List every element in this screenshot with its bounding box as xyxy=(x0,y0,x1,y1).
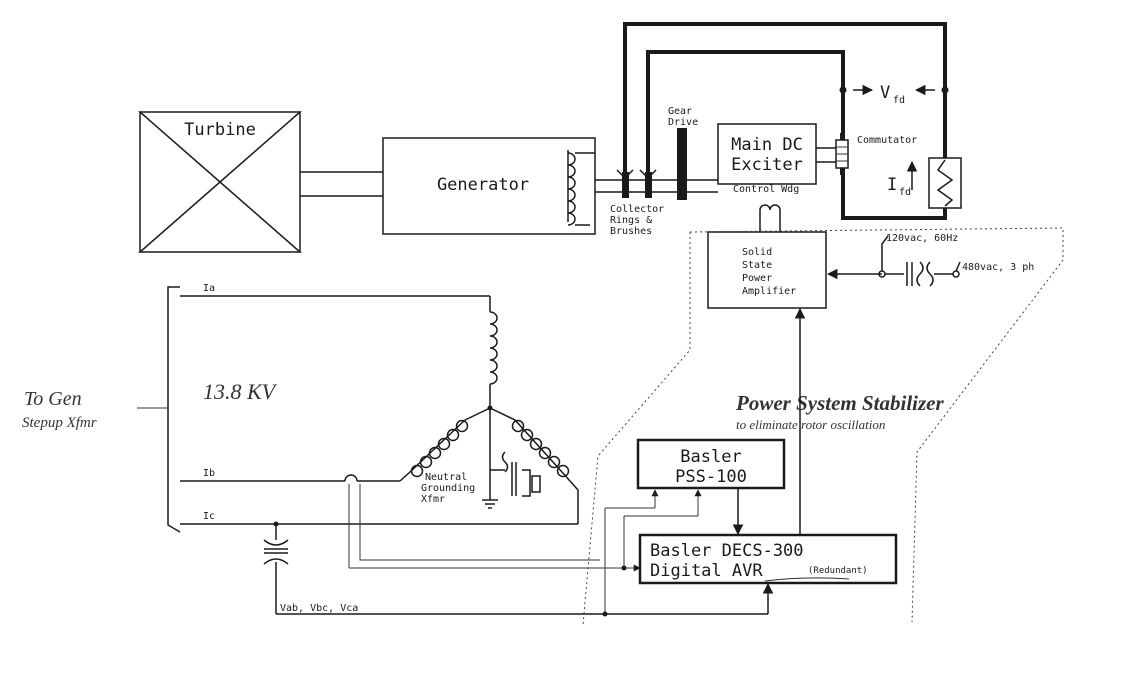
svg-text:Power: Power xyxy=(742,273,772,284)
phase-ic-label: Ic xyxy=(203,511,215,522)
field-winding: I fd xyxy=(887,157,962,209)
generator-shaft xyxy=(595,179,718,193)
current-sensing-lines xyxy=(348,484,702,617)
svg-text:Exciter: Exciter xyxy=(731,155,803,175)
svg-text:Drive: Drive xyxy=(668,117,698,128)
svg-text:Collector: Collector xyxy=(610,204,664,215)
phase-ia-label: Ia xyxy=(203,283,215,294)
svg-text:fd: fd xyxy=(899,187,911,198)
svg-text:Gear: Gear xyxy=(668,106,692,117)
collector-label: Collector Rings & Brushes xyxy=(610,204,664,237)
rotor-field-winding xyxy=(567,152,576,226)
svg-text:Control Wdg: Control Wdg xyxy=(733,184,799,195)
generator-label: Generator xyxy=(437,175,529,195)
three-phase-bus: Ia Ib Ic xyxy=(137,283,578,533)
wye-transformer xyxy=(399,296,579,524)
collector-rings xyxy=(616,169,657,198)
pss-title: Power System Stabilizer xyxy=(735,391,945,415)
svg-text:Main DC: Main DC xyxy=(731,135,803,155)
svg-text:Amplifier: Amplifier xyxy=(742,286,796,297)
vabc-label: Vab, Vbc, Vca xyxy=(280,603,358,614)
basler-pss-100: Basler PSS-100 xyxy=(636,438,786,490)
supply-transformer: 120vac, 60Hz 480vac, 3 ph xyxy=(826,233,1034,287)
svg-text:Digital AVR: Digital AVR xyxy=(650,561,763,581)
commutator-label: Commutator xyxy=(857,135,917,146)
svg-text:Basler: Basler xyxy=(680,447,741,467)
svg-text:Brushes: Brushes xyxy=(610,226,652,237)
turbine-label: Turbine xyxy=(184,120,256,140)
svg-text:I: I xyxy=(887,175,897,195)
svg-text:fd: fd xyxy=(893,95,905,106)
turbine: Turbine xyxy=(138,111,302,253)
generator: Generator xyxy=(382,137,596,235)
svg-text:(Redundant): (Redundant) xyxy=(808,566,868,576)
to-gen-label: To Gen xyxy=(24,388,82,410)
power-amplifier: Solid State Power Amplifier xyxy=(707,231,827,309)
svg-text:Neutral: Neutral xyxy=(425,472,467,483)
gear-drive: Gear Drive xyxy=(668,106,698,200)
turbine-shaft xyxy=(300,171,383,197)
svg-text:Rings &: Rings & xyxy=(610,215,652,226)
pss-subtitle: to eliminate rotor oscillation xyxy=(736,417,885,432)
voltage-label: 13.8 KV xyxy=(203,379,278,404)
main-dc-exciter: Main DC Exciter xyxy=(717,123,836,185)
supply-120-label: 120vac, 60Hz xyxy=(886,233,958,244)
phase-ib-label: Ib xyxy=(203,468,215,479)
svg-text:Grounding: Grounding xyxy=(421,483,475,494)
svg-text:State: State xyxy=(742,260,772,271)
power-stabilizer-enclosure xyxy=(582,227,1064,626)
neutral-grounding-label: Neutral Grounding Xfmr xyxy=(421,472,475,505)
wye-coil-right xyxy=(511,419,570,478)
commutator: Commutator xyxy=(835,133,917,175)
supply-480-label: 480vac, 3 ph xyxy=(962,262,1034,273)
control-winding: Control Wdg xyxy=(733,184,799,232)
svg-text:Solid: Solid xyxy=(742,247,772,258)
stepup-label: Stepup Xfmr xyxy=(22,415,97,431)
basler-decs-300: Basler DECS-300 Digital AVR (Redundant) xyxy=(638,533,898,585)
potential-transformer: Vab, Vbc, Vca xyxy=(263,521,774,615)
svg-text:Basler DECS-300: Basler DECS-300 xyxy=(650,541,804,561)
wye-coil-left xyxy=(410,419,469,478)
svg-text:PSS-100: PSS-100 xyxy=(675,467,747,487)
svg-text:Xfmr: Xfmr xyxy=(421,494,445,505)
svg-text:V: V xyxy=(880,83,890,103)
vfd-indicator: V fd xyxy=(853,83,935,106)
